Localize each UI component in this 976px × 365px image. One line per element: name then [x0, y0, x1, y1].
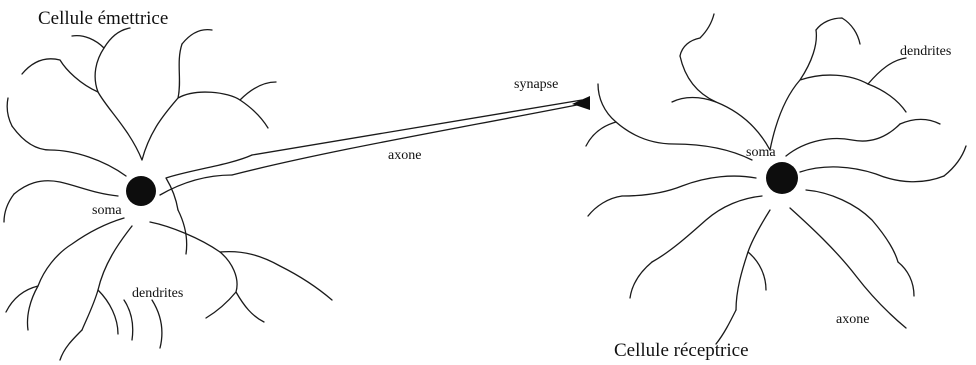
- synapse-terminal: [572, 96, 590, 110]
- receiver-neuron: [586, 14, 966, 344]
- sender-dendrites: [4, 28, 332, 360]
- receiver-axon-label: axone: [836, 312, 869, 328]
- sender-title: Cellule émettrice: [38, 8, 168, 30]
- receiver-dendrites-label: dendrites: [900, 44, 951, 60]
- sender-axon-label: axone: [388, 148, 421, 164]
- receiver-nucleus: [766, 162, 798, 194]
- sender-soma-label: soma: [92, 203, 122, 219]
- receiver-title: Cellule réceptrice: [614, 340, 749, 362]
- sender-neuron: [4, 28, 590, 360]
- sender-dendrites-label: dendrites: [132, 286, 183, 302]
- sender-nucleus: [126, 176, 156, 206]
- synapse-label: synapse: [514, 77, 558, 93]
- receiver-soma-label: soma: [746, 145, 776, 161]
